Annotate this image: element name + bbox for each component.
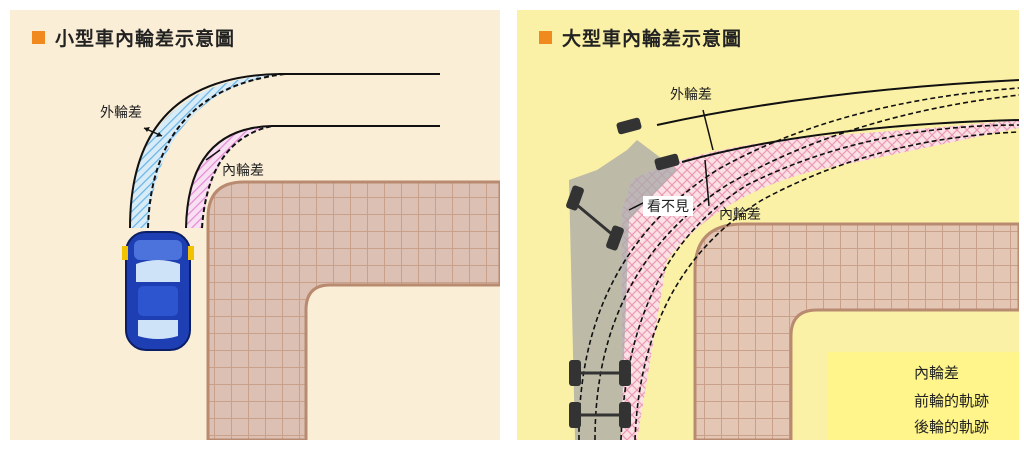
- outer-difference-label: 外輪差: [100, 105, 142, 121]
- orange-square-icon: [32, 31, 45, 44]
- small-car-panel: 小型車內輪差示意圖: [10, 10, 500, 440]
- blind-spot-label: 看不見: [643, 196, 693, 216]
- small-car-icon: [122, 231, 194, 351]
- rear-path-1: [578, 87, 1019, 440]
- legend-label: 內輪差: [914, 364, 960, 382]
- legend-label: 後輪的軌跡: [914, 418, 990, 436]
- small-car-title: 小型車內輪差示意圖: [32, 24, 235, 51]
- inner-rear-path: [201, 125, 273, 229]
- inner-difference-arrow: [704, 159, 710, 207]
- truck-wheels-icon: [566, 117, 680, 428]
- sidewalk-corner: [693, 222, 1019, 440]
- rear-path-3: [620, 124, 1019, 440]
- large-vehicle-title-text: 大型車內輪差示意圖: [562, 28, 743, 50]
- truck-body: [569, 140, 677, 440]
- inner-difference-band: [186, 126, 272, 228]
- inner-difference-arrow: [205, 149, 221, 161]
- outer-difference-arrow: [702, 109, 714, 151]
- orange-square-icon: [539, 31, 552, 44]
- legend-item: 後輪的軌跡: [828, 414, 1019, 440]
- rear-path-4: [634, 131, 1019, 440]
- large-vehicle-diagram: [566, 79, 1019, 440]
- inner-difference-label: 內輪差: [222, 163, 264, 179]
- inner-front-path: [185, 125, 440, 229]
- outer-front-path: [656, 79, 1019, 126]
- outer-rear-path: [147, 73, 286, 229]
- outer-difference-label: 外輪差: [670, 87, 712, 103]
- rear-path-2: [594, 94, 1019, 440]
- legend-label: 前輪的軌跡: [914, 392, 990, 410]
- legend-item: 內輪差: [828, 360, 1019, 386]
- small-car-title-text: 小型車內輪差示意圖: [55, 28, 236, 50]
- large-vehicle-panel: 大型車內輪差示意圖: [517, 10, 1019, 440]
- legend-item: 前輪的軌跡: [828, 388, 1019, 414]
- sidewalk-corner: [206, 180, 500, 440]
- inner-front-path: [681, 119, 1019, 163]
- inner-difference-label: 內輪差: [719, 207, 761, 223]
- outer-front-path: [129, 73, 440, 229]
- large-vehicle-title: 大型車內輪差示意圖: [539, 24, 742, 51]
- legend: 內輪差 前輪的軌跡 後輪的軌跡: [828, 352, 1019, 440]
- outer-difference-band: [130, 74, 285, 228]
- inner-difference-zone: [622, 120, 1019, 440]
- small-car-diagram: [122, 73, 500, 440]
